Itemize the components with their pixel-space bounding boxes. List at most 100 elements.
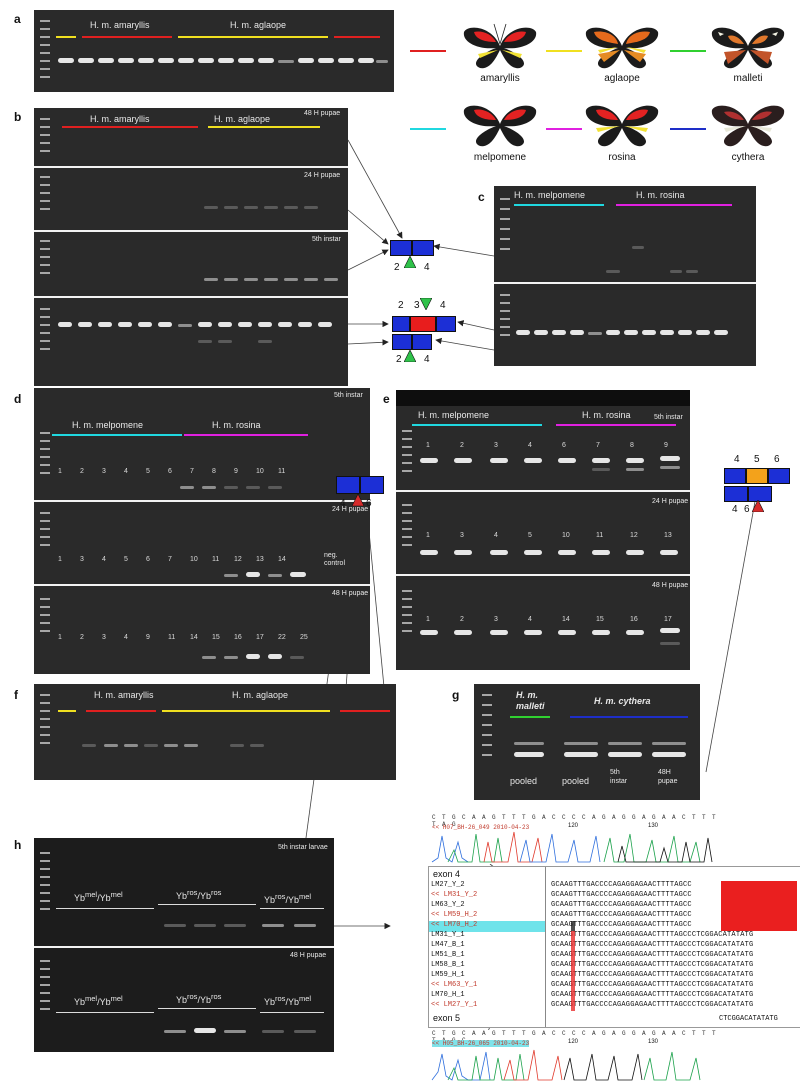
- lane-number: 11: [278, 468, 286, 475]
- label-amaryllis-b: H. m. amaryllis: [90, 114, 150, 124]
- genotype-mel-mel-48: Ybmel/Ybmel: [74, 994, 123, 1007]
- variant-marker: [571, 881, 575, 891]
- ladder: [40, 16, 50, 86]
- lane-number: 2: [80, 468, 84, 475]
- genotype-ros-mel: Ybros/Ybmel: [264, 892, 312, 905]
- lane-number: 6: [168, 468, 172, 475]
- stage-d-5: 5th instar: [334, 392, 363, 399]
- name-melpomene: melpomene: [473, 152, 527, 163]
- label-melpomene-c: H. m. melpomene: [514, 190, 586, 200]
- lane-number: 4: [528, 442, 532, 449]
- missing-exon-block: [721, 911, 797, 921]
- lane-number: 1: [58, 468, 62, 475]
- panel-letter-b: b: [14, 110, 22, 124]
- genotype-mel-mel: Ybmel/Ybmel: [74, 890, 123, 903]
- lane-number: 25: [300, 634, 308, 641]
- exon5-label: exon 5: [433, 1013, 461, 1023]
- butterfly-cythera-icon: [711, 105, 785, 147]
- genotype-ros-mel-48: Ybros/Ybmel: [264, 994, 312, 1007]
- lane-number: 10: [562, 532, 570, 539]
- panel-letter-f: f: [14, 688, 18, 702]
- genotype-ros-ros: Ybros/Ybros: [176, 888, 222, 901]
- panel-letter-e: e: [383, 392, 390, 406]
- variant-marker: [571, 891, 575, 901]
- lane-number: 7: [596, 442, 600, 449]
- lane-number: 4: [124, 634, 128, 641]
- stage-h-48: 48 H pupae: [290, 952, 327, 959]
- name-amaryllis: amaryllis: [480, 73, 520, 84]
- lane-number: 14: [190, 634, 198, 641]
- stage-e-48: 48 H pupae: [652, 582, 689, 589]
- stage-b-24: 24 H pupae: [304, 172, 341, 179]
- lane-number: 9: [234, 468, 238, 475]
- name-rosina: rosina: [608, 152, 636, 163]
- stage-d-24: 24 H pupae: [332, 506, 369, 513]
- panel-letter-d: d: [14, 392, 22, 406]
- neg-control-label: neg. control: [324, 552, 346, 567]
- lane-number: 11: [596, 532, 604, 539]
- lane-number: 9: [664, 442, 668, 449]
- label-amaryllis: H. m. amaryllis: [90, 20, 150, 30]
- variant-marker: [571, 931, 575, 941]
- variant-marker: [571, 981, 575, 991]
- lane-number: 3: [460, 532, 464, 539]
- label-aglaope: H. m. aglaope: [230, 20, 287, 30]
- lane-number: 2: [460, 616, 464, 623]
- label-rosina-e: H. m. rosina: [582, 410, 631, 420]
- lane-number: 17: [664, 616, 672, 623]
- bar-aglaope: [56, 36, 76, 38]
- lane-number: 6: [562, 442, 566, 449]
- lane-number: 1: [426, 616, 430, 623]
- exon4-label: exon 4: [433, 869, 461, 879]
- lane-number: 10: [256, 468, 264, 475]
- lane-number: 4: [124, 468, 128, 475]
- label-melpomene-d: H. m. melpomene: [72, 420, 144, 430]
- variant-marker: [571, 901, 575, 911]
- stage-b-48: 48 H pupae: [304, 110, 341, 117]
- panel-letter-a: a: [14, 12, 21, 26]
- lane-number: 5: [146, 468, 150, 475]
- lane-number: 13: [256, 556, 264, 563]
- variant-marker: [571, 921, 575, 931]
- trace-bottom-id: << H05_BH-26_065 2010-04-23: [432, 1040, 530, 1047]
- chromatogram-top: C T G C A A G T T T G A C C C C A G A G …: [428, 814, 718, 864]
- label-rosina-c: H. m. rosina: [636, 190, 685, 200]
- lane-number: 1: [58, 634, 62, 641]
- legend-line-malleti: [670, 50, 706, 52]
- gel-e: H. m. melpomene H. m. rosina 5th instar …: [396, 390, 690, 670]
- butterfly-aglaope-icon: [585, 27, 659, 69]
- stage-e-5: 5th instar: [654, 414, 683, 421]
- gel-b: H. m. amaryllis H. m. aglaope 48 H pupae…: [34, 108, 348, 386]
- lane-number: 3: [494, 442, 498, 449]
- lane-number: 7: [190, 468, 194, 475]
- lane-number: 6: [146, 556, 150, 563]
- lane-number: 4: [528, 616, 532, 623]
- butterfly-malleti-icon: [711, 27, 785, 69]
- gel-c: H. m. melpomene H. m. rosina: [494, 186, 756, 366]
- panel-letter-c: c: [478, 190, 485, 204]
- variant-marker: [571, 951, 575, 961]
- lane-number: 5: [124, 556, 128, 563]
- g-label-5th: 5th instar: [610, 769, 628, 785]
- missing-exon-block: [721, 881, 797, 891]
- gel-a: H. m. amaryllis H. m. aglaope: [34, 10, 394, 92]
- label-malleti-g: H. m. malleti: [516, 690, 545, 711]
- label-aglaope-f: H. m. aglaope: [232, 690, 289, 700]
- exon5-seq: CTCGGACATATATG: [719, 1015, 778, 1023]
- missing-exon-block: [721, 901, 797, 911]
- gel-d: 5th instar H. m. melpomene H. m. rosina …: [34, 388, 370, 674]
- lane-number: 15: [596, 616, 604, 623]
- lane-number: 4: [494, 532, 498, 539]
- lane-number: 22: [278, 634, 286, 641]
